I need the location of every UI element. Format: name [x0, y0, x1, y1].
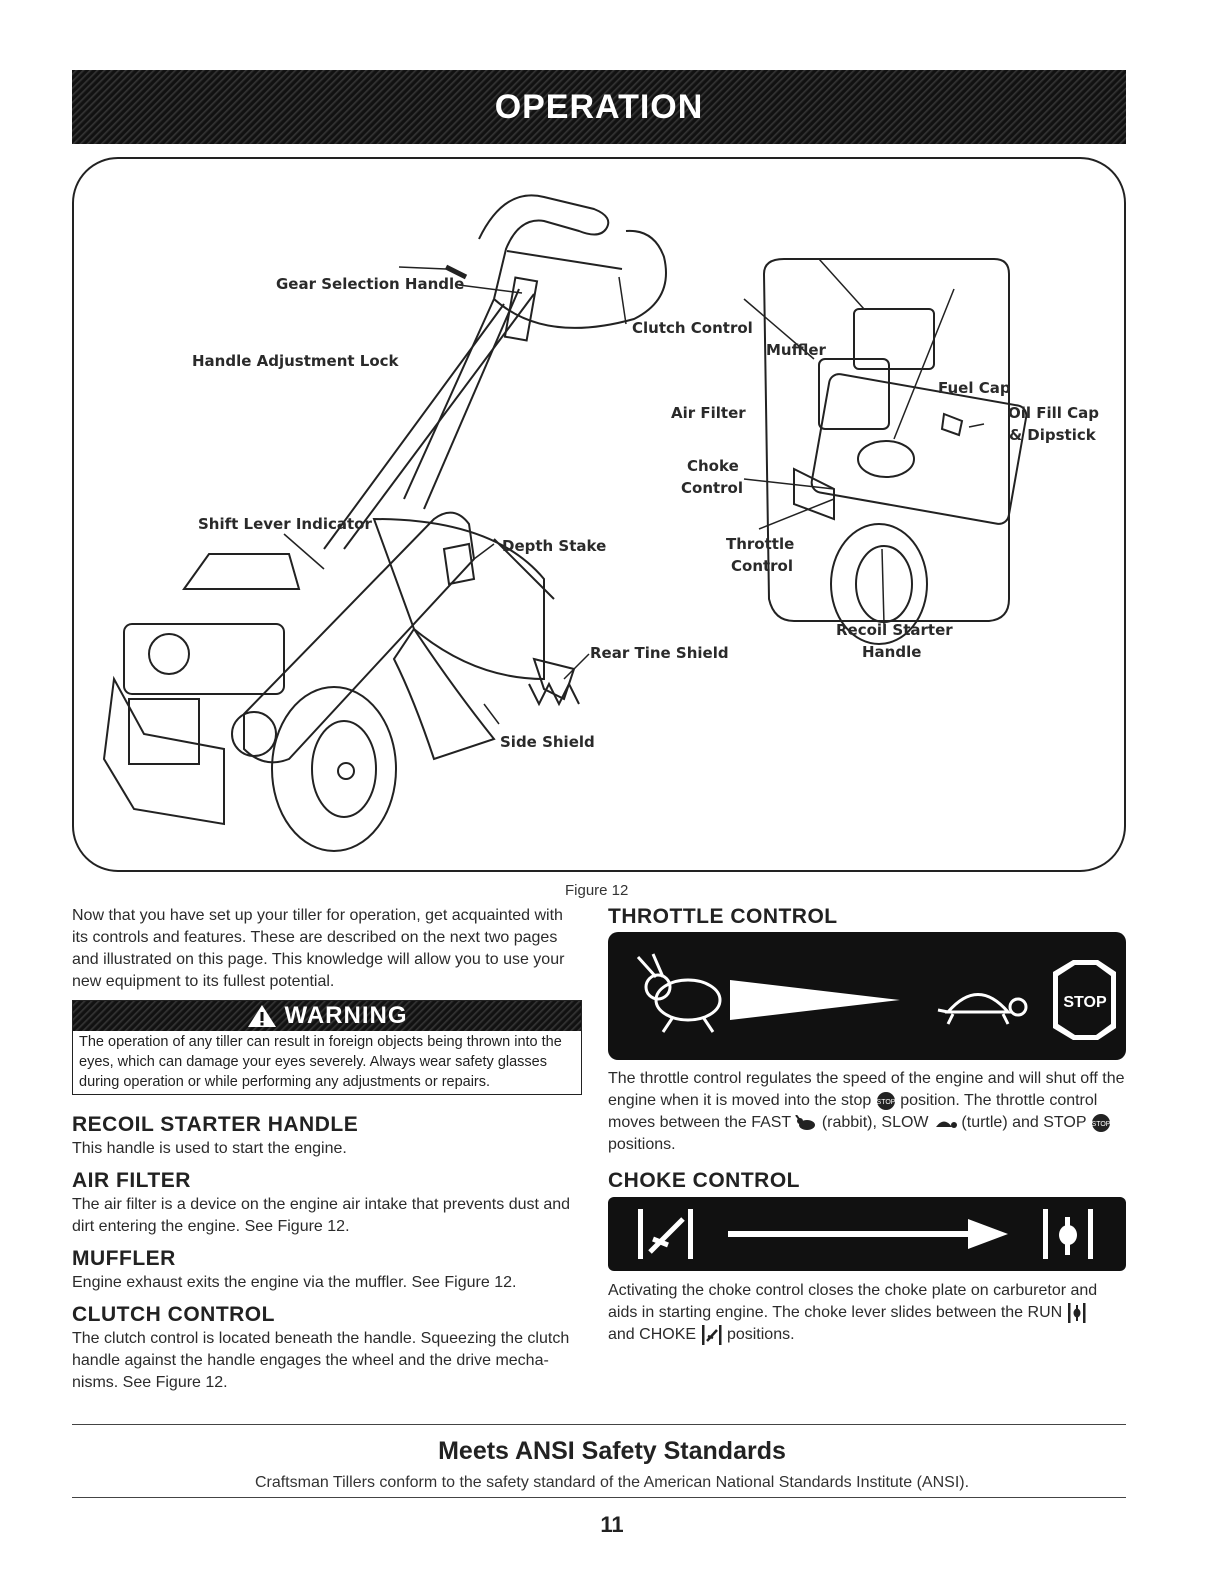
stop-icon: STOP: [1053, 960, 1116, 1040]
warning-box: WARNING The operation of any tiller can …: [72, 1000, 582, 1095]
heading-clutch-control: CLUTCH CONTROL: [72, 1303, 275, 1326]
throttle-text-4: (turtle) and STOP: [961, 1114, 1087, 1131]
page-title: OPERATION: [494, 87, 704, 126]
choke-icon: [638, 1209, 693, 1259]
footer-rule-top: [72, 1424, 1126, 1425]
run-icon: [1043, 1209, 1093, 1259]
heading-recoil-starter-handle: RECOIL STARTER HANDLE: [72, 1113, 359, 1136]
choke-icon-inline: [701, 1325, 721, 1346]
arrow-right-icon: [728, 1219, 1008, 1249]
throttle-wedge: [730, 980, 900, 1020]
choke-text-3: positions.: [726, 1326, 795, 1344]
throttle-text-1: The throttle control regulates the speed…: [608, 1070, 1125, 1109]
label-choke: Choke: [687, 457, 739, 475]
heading-air-filter: AIR FILTER: [72, 1169, 191, 1192]
intro-paragraph: Now that you have set up your tiller for…: [72, 907, 565, 990]
label-oil-fill-cap: Oil Fill Cap: [1008, 404, 1100, 422]
text-muffler: Engine exhaust exits the engine via the …: [72, 1274, 517, 1291]
throttle-text-5: positions.: [608, 1136, 676, 1153]
label-handle-adjustment-lock: Handle Adjustment Lock: [192, 352, 399, 370]
page-number: 11: [600, 1512, 624, 1537]
choke-decal: [608, 1197, 1126, 1271]
label-rear-tine-shield: Rear Tine Shield: [590, 644, 729, 662]
label-throttle: Throttle: [726, 535, 795, 553]
figure-12-frame: Gear Selection Handle Handle Adjustment …: [72, 157, 1126, 872]
choke-decal-graphic: [638, 1209, 1093, 1259]
stop-icon-inline-2-text: STOP: [1091, 1121, 1110, 1128]
label-choke-control: Control: [681, 479, 744, 497]
rabbit-icon-inline: [795, 1114, 816, 1130]
section-banner: OPERATION: [72, 70, 1126, 144]
label-throttle-control: Control: [731, 557, 794, 575]
choke-text-2: and CHOKE: [608, 1326, 697, 1344]
label-recoil-starter: Recoil Starter: [836, 621, 953, 639]
stop-icon-inline-2: STOP: [1091, 1113, 1110, 1132]
label-fuel-cap: Fuel Cap: [938, 379, 1011, 397]
warning-triangle-icon: [247, 1005, 276, 1027]
run-icon-inline: [1067, 1303, 1086, 1323]
label-shift-lever-indicator: Shift Lever Indicator: [198, 515, 372, 533]
label-dipstick: & Dipstick: [1009, 426, 1096, 444]
label-side-shield: Side Shield: [500, 733, 595, 751]
figure-caption: Figure 12: [565, 882, 629, 899]
text-air-filter: The air filter is a device on the engine…: [72, 1196, 571, 1235]
throttle-text-2: position. The throttle control moves bet…: [608, 1092, 1098, 1131]
turtle-icon-inline: [935, 1121, 957, 1128]
ansi-title: Meets ANSI Safety Standards: [438, 1437, 786, 1465]
ansi-subtitle: Craftsman Tillers conform to the safety …: [254, 1474, 970, 1491]
warning-text: The operation of any tiller can result i…: [79, 1034, 562, 1090]
label-recoil-starter-handle: Handle: [862, 643, 922, 661]
label-air-filter: Air Filter: [671, 404, 746, 422]
text-recoil-starter-handle: This handle is used to start the engine.: [72, 1140, 347, 1157]
warning-header: WARNING: [73, 1001, 581, 1031]
stop-icon-inline: STOP: [876, 1091, 896, 1110]
throttle-text-3: (rabbit), SLOW: [821, 1114, 929, 1131]
rabbit-icon: [636, 953, 722, 1033]
heading-muffler: MUFFLER: [72, 1247, 176, 1270]
tiller-illustration: [102, 194, 1028, 852]
throttle-decal-graphic: STOP: [636, 953, 1116, 1040]
footer-rule-bottom: [72, 1497, 1126, 1498]
stop-text: STOP: [1063, 994, 1107, 1011]
label-gear-selection-handle: Gear Selection Handle: [276, 275, 465, 293]
heading-choke-control: CHOKE CONTROL: [608, 1169, 800, 1192]
throttle-decal: STOP: [608, 932, 1126, 1060]
left-sections: RECOIL STARTER HANDLE This handle is use…: [72, 1112, 587, 1394]
choke-description: Activating the choke control closes the …: [608, 1280, 1126, 1346]
throttle-description: The throttle control regulates the speed…: [608, 1068, 1126, 1156]
handlebar: [478, 194, 610, 300]
fuel-cap: [857, 440, 915, 478]
text-clutch-control: The clutch control is located beneath th…: [72, 1330, 570, 1391]
heading-throttle-control: THROTTLE CONTROL: [608, 905, 838, 928]
turtle-icon: [937, 993, 1028, 1025]
label-depth-stake: Depth Stake: [502, 537, 607, 555]
label-clutch-control: Clutch Control: [632, 319, 753, 337]
choke-text-1: Activating the choke control closes the …: [608, 1282, 1098, 1322]
label-muffler: Muffler: [766, 341, 826, 359]
stop-icon-inline-text: STOP: [876, 1099, 895, 1106]
engine-inset-frame: [762, 258, 1010, 622]
warning-title: WARNING: [284, 1002, 408, 1029]
